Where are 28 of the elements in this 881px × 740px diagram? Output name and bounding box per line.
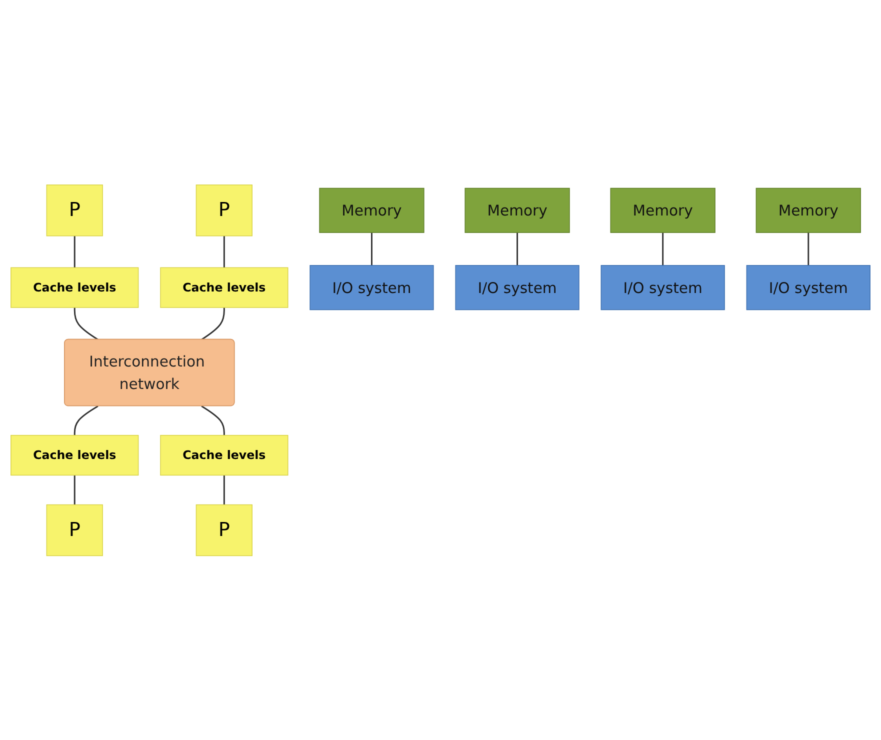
connector <box>74 236 76 268</box>
node-box: Memory <box>464 188 570 233</box>
node-box: I/O system <box>600 264 725 310</box>
node-box: I/O system <box>310 264 434 310</box>
connector <box>223 474 225 504</box>
node-box: Cache levels <box>160 266 288 308</box>
connector <box>74 405 98 435</box>
node-box: I/O system <box>746 264 870 310</box>
node-box: Cache levels <box>10 434 139 476</box>
connector <box>201 307 225 340</box>
connector <box>74 307 98 340</box>
node-box: I/O system <box>455 264 580 310</box>
connector <box>74 474 76 504</box>
node-box: Memory <box>610 188 716 233</box>
node-box: Memory <box>319 188 424 233</box>
connector <box>371 232 372 266</box>
connector <box>516 232 518 266</box>
node-box: P <box>46 504 103 556</box>
connector <box>223 236 225 268</box>
connector <box>662 232 664 266</box>
node-box: P <box>46 184 103 236</box>
connector <box>201 405 225 435</box>
node-box: Cache levels <box>10 266 139 308</box>
node-box: Memory <box>756 188 861 233</box>
node-box: P <box>196 504 252 556</box>
connector <box>808 232 810 266</box>
node-box: P <box>196 184 252 236</box>
node-box: Cache levels <box>160 434 288 476</box>
